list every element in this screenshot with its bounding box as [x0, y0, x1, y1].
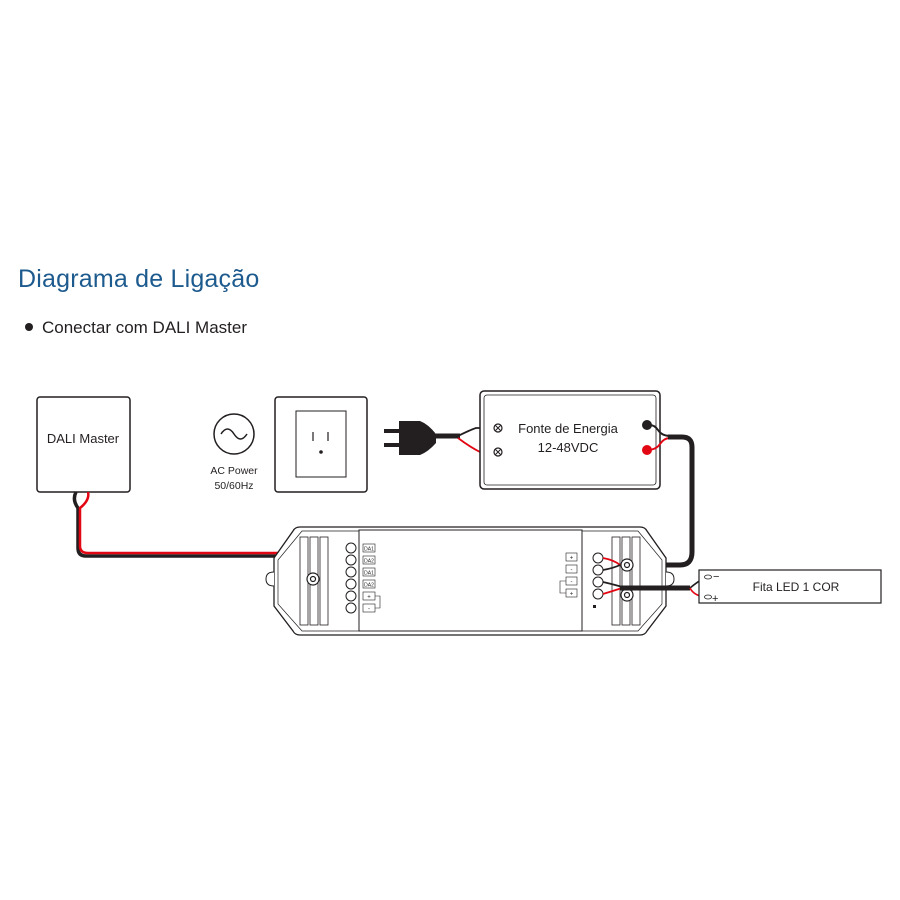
terminal-label: DA1	[364, 547, 374, 553]
terminal-label: +	[570, 592, 574, 598]
right-terminal-block	[592, 552, 604, 600]
right-terminal-labels: + - - +	[559, 552, 596, 608]
screw-terminal-icon	[493, 447, 503, 457]
subtitle: Conectar com DALI Master	[25, 318, 247, 338]
dali-master-label: DALI Master	[47, 431, 120, 446]
terminal-label: DA2	[364, 583, 374, 589]
ac-power: AC Power 50/60Hz	[210, 413, 258, 492]
terminal-label: -	[571, 580, 573, 586]
terminal-label: +	[367, 595, 371, 601]
terminal-label: -	[571, 568, 573, 574]
psu-voltage-label: 12-48VDC	[538, 440, 599, 455]
led-plus-label: +	[712, 593, 718, 605]
psu-label: Fonte de Energia	[518, 421, 619, 436]
screw-icon	[620, 588, 634, 602]
power-plug-icon	[384, 421, 460, 455]
outlet-icon	[274, 396, 368, 493]
power-supply-box: Fonte de Energia 12-48VDC	[479, 390, 661, 490]
terminal-label: -	[368, 607, 370, 613]
left-terminal-labels: DA1 DA2 DA1 DA2 + -	[362, 543, 381, 613]
ac-power-label: AC Power	[210, 465, 258, 477]
left-terminal-block	[345, 542, 357, 614]
ac-sine-icon	[213, 413, 255, 455]
led-strip: − + Fita LED 1 COR	[698, 569, 882, 605]
dali-master-box: DALI Master	[36, 396, 131, 493]
terminal-label: DA2	[364, 559, 374, 565]
screw-icon	[620, 558, 634, 572]
bullet-icon	[25, 322, 33, 331]
dc-power-cable	[620, 423, 695, 568]
led-minus-label: −	[713, 571, 719, 583]
terminal-label: DA1	[364, 571, 374, 577]
ac-frequency-label: 50/60Hz	[214, 480, 253, 492]
screw-icon	[306, 572, 320, 586]
led-strip-label: Fita LED 1 COR	[753, 580, 840, 594]
controller: DA1 DA2 DA1 DA2 + - + - - +	[265, 526, 675, 636]
terminal-label: +	[570, 556, 574, 562]
subtitle-text: Conectar com DALI Master	[42, 318, 248, 337]
page-title: Diagrama de Ligação	[18, 265, 260, 293]
screw-terminal-icon	[493, 423, 503, 433]
